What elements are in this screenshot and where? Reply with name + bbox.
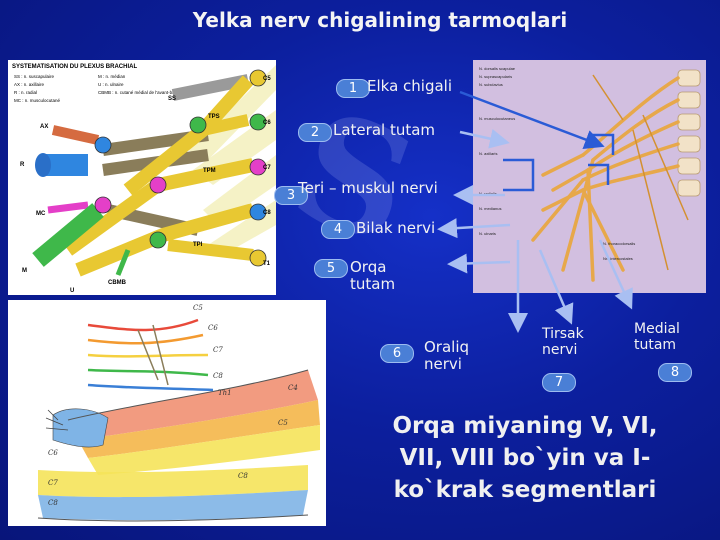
svg-text:C7: C7	[48, 479, 58, 487]
svg-text:C7: C7	[213, 346, 223, 354]
svg-text:C6: C6	[48, 449, 58, 457]
svg-text:C6: C6	[263, 120, 271, 126]
svg-text:Nn. intercostales: Nn. intercostales	[603, 256, 633, 261]
arrow-7	[538, 249, 574, 325]
svg-text:AX: AX	[40, 124, 48, 130]
svg-text:M : n. médian: M : n. médian	[98, 74, 126, 79]
svg-text:TPI: TPI	[193, 242, 203, 248]
dermatome-arm-panel: C5 C6 C7 C8 Th1 C6 C7 C8 C8 C5 C4	[8, 300, 326, 526]
label-elka-chigali: Elka chigali	[367, 77, 452, 95]
slide-title: Yelka nerv chigalining tarmoqlari	[192, 8, 568, 32]
svg-text:C8: C8	[213, 372, 223, 380]
svg-text:R : n. radial: R : n. radial	[14, 90, 37, 95]
svg-text:N. musculocutaneus: N. musculocutaneus	[479, 116, 515, 121]
segments-caption-line1: Orqa miyaning V, VI,	[392, 413, 658, 439]
svg-text:N. subclavius: N. subclavius	[479, 82, 503, 87]
label-bilak-nervi: Bilak nervi	[356, 219, 436, 237]
segments-caption-line2: VII, VIII bo`yin va I-	[399, 445, 651, 472]
label-medial-tutam-line2: tutam	[634, 337, 677, 354]
label-tirsak-nervi-line1: Tirsak	[542, 326, 584, 342]
svg-text:R: R	[20, 162, 25, 168]
plexus-schematic-panel: SYSTEMATISATION DU PLEXUS BRACHIAL SS : …	[8, 60, 276, 295]
label-tirsak-nervi: Tirsak nervi	[542, 326, 584, 358]
svg-text:N. thoracodorsalis: N. thoracodorsalis	[603, 241, 635, 246]
svg-text:T1: T1	[263, 261, 271, 267]
svg-text:MC: MC	[36, 211, 46, 217]
badge-6: 6	[380, 344, 414, 363]
svg-text:N. radialis: N. radialis	[479, 191, 497, 196]
svg-text:N. dorsalis scapulae: N. dorsalis scapulae	[479, 66, 516, 71]
svg-text:AX : n. axillaire: AX : n. axillaire	[14, 82, 45, 87]
svg-text:SS: SS	[168, 96, 176, 102]
svg-text:N. ulnaris: N. ulnaris	[479, 231, 496, 236]
segments-caption-line3: ko`krak segmentlari	[393, 477, 657, 504]
svg-text:N. medianus: N. medianus	[479, 206, 501, 211]
arrow-8	[598, 239, 633, 310]
arrow-1	[459, 90, 605, 150]
label-orqa-tutam: Orqa tutam	[350, 258, 396, 294]
svg-text:M: M	[22, 268, 27, 274]
svg-text:U: U	[70, 288, 74, 294]
label-orqa-tutam-line1: Orqa	[350, 258, 387, 276]
svg-text:N. axillaris: N. axillaris	[479, 151, 497, 156]
svg-text:SS : n. suscapulaire: SS : n. suscapulaire	[14, 74, 55, 79]
label-teri-muskul-nervi: Teri – muskul nervi	[298, 179, 438, 197]
badge-5: 5	[314, 259, 348, 278]
arrow-2	[459, 128, 510, 149]
svg-text:U : n. ulnaire: U : n. ulnaire	[98, 82, 124, 87]
label-oraliq-nervi: Oraliq nervi	[424, 338, 470, 374]
svg-text:C6: C6	[208, 324, 218, 332]
label-tirsak-nervi-line2: nervi	[542, 342, 578, 359]
svg-text:MC : n. musculocutané: MC : n. musculocutané	[14, 98, 61, 103]
svg-text:C4: C4	[288, 384, 298, 392]
dermatome-arm-drawing: C5 C6 C7 C8 Th1 C6 C7 C8 C8 C5 C4	[8, 300, 326, 526]
label-lateral-tutam: Lateral tutam	[333, 121, 436, 139]
badge-4: 4	[321, 220, 355, 239]
label-oraliq-nervi-line2: nervi	[424, 355, 462, 374]
label-medial-tutam-line1: Medial	[634, 321, 680, 337]
svg-text:C8: C8	[238, 472, 248, 480]
svg-text:C8: C8	[263, 210, 271, 216]
panel-heading: SYSTEMATISATION DU PLEXUS BRACHIAL	[12, 64, 137, 70]
arrow-5	[447, 253, 511, 274]
svg-text:C7: C7	[263, 165, 271, 171]
label-medial-tutam: Medial tutam	[634, 321, 680, 353]
svg-text:CBMB: CBMB	[108, 280, 127, 286]
svg-text:TPS: TPS	[208, 114, 220, 120]
badge-8: 8	[658, 363, 692, 382]
segments-caption: Orqa miyaning V, VI, VII, VIII bo`yin va…	[365, 410, 685, 507]
svg-text:C8: C8	[48, 499, 58, 507]
svg-text:N. suprascapularis: N. suprascapularis	[479, 74, 512, 79]
svg-text:TPM: TPM	[203, 168, 216, 174]
svg-text:C5: C5	[193, 304, 203, 312]
badge-1: 1	[336, 79, 370, 98]
label-oraliq-nervi-line1: Oraliq	[424, 338, 470, 356]
badge-3: 3	[274, 186, 308, 205]
arrow-4	[437, 218, 511, 239]
svg-text:C5: C5	[278, 419, 288, 427]
badge-7: 7	[542, 373, 576, 392]
label-orqa-tutam-line2: tutam	[350, 275, 396, 294]
svg-text:Th1: Th1	[218, 389, 232, 397]
svg-text:CBMB : n. cutané médial de l'a: CBMB : n. cutané médial de l'avant-bras	[98, 90, 179, 95]
anatomical-plexus-drawing: N. dorsalis scapulae N. suprascapularis …	[473, 60, 706, 293]
anatomical-plexus-panel: N. dorsalis scapulae N. suprascapularis …	[473, 60, 706, 293]
plexus-schematic-drawing: SYSTEMATISATION DU PLEXUS BRACHIAL SS : …	[8, 60, 276, 295]
badge-2: 2	[298, 123, 332, 142]
svg-text:C5: C5	[263, 76, 271, 82]
